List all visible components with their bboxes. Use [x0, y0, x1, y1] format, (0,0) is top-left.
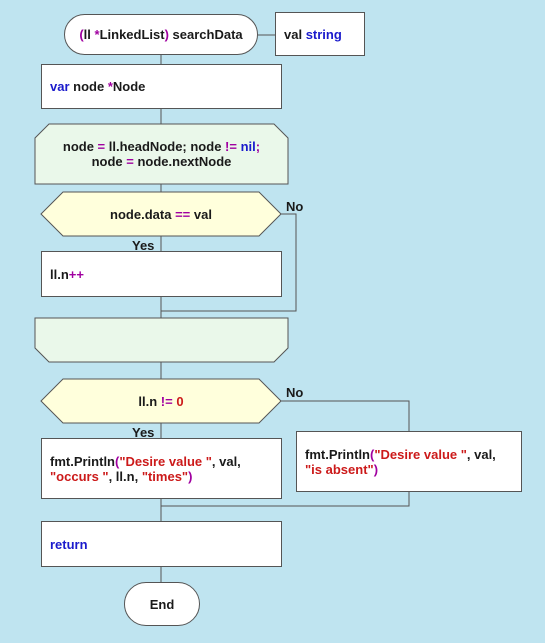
- loop-init-rest: ll.headNode; node: [105, 139, 226, 154]
- cond2-no-label: No: [286, 385, 304, 400]
- cond1-text: node.data == val: [41, 192, 281, 236]
- decl-star: *: [107, 79, 113, 94]
- start-star: *: [94, 27, 100, 42]
- loop-init-var: node: [62, 139, 98, 154]
- loop-step-rest: node.nextNode: [133, 154, 232, 169]
- var-decl-box: var node *Node: [41, 64, 282, 109]
- print1-func: fmt.Println: [50, 453, 115, 469]
- cond1-left: node.data: [110, 206, 176, 222]
- cond2-op: !=: [160, 393, 173, 409]
- param-box: val string: [275, 12, 365, 56]
- return-keyword: return: [50, 536, 88, 552]
- start-terminal: (ll *LinkedList) searchData: [64, 14, 258, 55]
- start-type: LinkedList: [99, 27, 165, 42]
- print2-paren-close: ): [373, 461, 379, 477]
- loop-semicolon: ;: [255, 139, 261, 154]
- start-func-name: searchData: [172, 27, 243, 42]
- loop-header-text: node = ll.headNode; node != nil; node = …: [35, 124, 288, 184]
- cond2-text: ll.n != 0: [41, 379, 281, 423]
- print1-paren-close: ): [188, 468, 193, 484]
- cond2-yes-label: Yes: [132, 425, 155, 440]
- loop-init-op: =: [97, 139, 106, 154]
- print1-arg1: , val,: [211, 453, 241, 469]
- end-terminal: End: [124, 582, 200, 626]
- print-absent-box: fmt.Println("Desire value ", val, "is ab…: [296, 431, 522, 492]
- loop-cond-op: !=: [225, 139, 237, 154]
- increment-box: ll.n++: [41, 251, 282, 297]
- print2-str2: "is absent": [305, 461, 374, 477]
- inc-var: ll.n: [50, 266, 69, 282]
- cond1-right: val: [190, 206, 212, 222]
- loop-nil: nil: [240, 139, 256, 154]
- start-receiver: ll: [83, 27, 95, 42]
- start-paren-close: ): [164, 27, 173, 42]
- cond1-shape: [40, 191, 282, 237]
- end-label: End: [149, 596, 175, 612]
- print2-paren-open: (: [370, 446, 375, 462]
- loop-end-shape: [34, 317, 289, 363]
- print1-str1: "Desire value ": [119, 453, 212, 469]
- decl-type: Node: [112, 79, 146, 94]
- param-name: val: [284, 26, 306, 42]
- print2-arg1: , val,: [466, 446, 496, 462]
- cond2-shape: [40, 378, 282, 424]
- print1-str2: "occurs ": [50, 468, 109, 484]
- start-paren-open: (: [79, 27, 84, 42]
- decl-keyword: var: [50, 79, 70, 94]
- cond2-right: 0: [176, 393, 184, 409]
- print1-paren-open: (: [115, 453, 120, 469]
- cond1-op: ==: [175, 206, 191, 222]
- inc-op: ++: [68, 266, 84, 282]
- cond1-no-label: No: [286, 199, 304, 214]
- loop-step-op: =: [126, 154, 134, 169]
- loop-step-var: node: [91, 154, 127, 169]
- print2-func: fmt.Println: [305, 446, 370, 462]
- decl-rest: node: [69, 79, 108, 94]
- print1-str3: "times": [141, 468, 189, 484]
- print2-str1: "Desire value ": [374, 446, 467, 462]
- cond2-left: ll.n: [138, 393, 161, 409]
- cond1-yes-label: Yes: [132, 238, 155, 253]
- loop-shape: [34, 123, 289, 185]
- print-occurs-box: fmt.Println("Desire value ", val, "occur…: [41, 438, 282, 499]
- print1-arg2: , ll.n,: [108, 468, 142, 484]
- param-type: string: [305, 26, 342, 42]
- return-box: return: [41, 521, 282, 567]
